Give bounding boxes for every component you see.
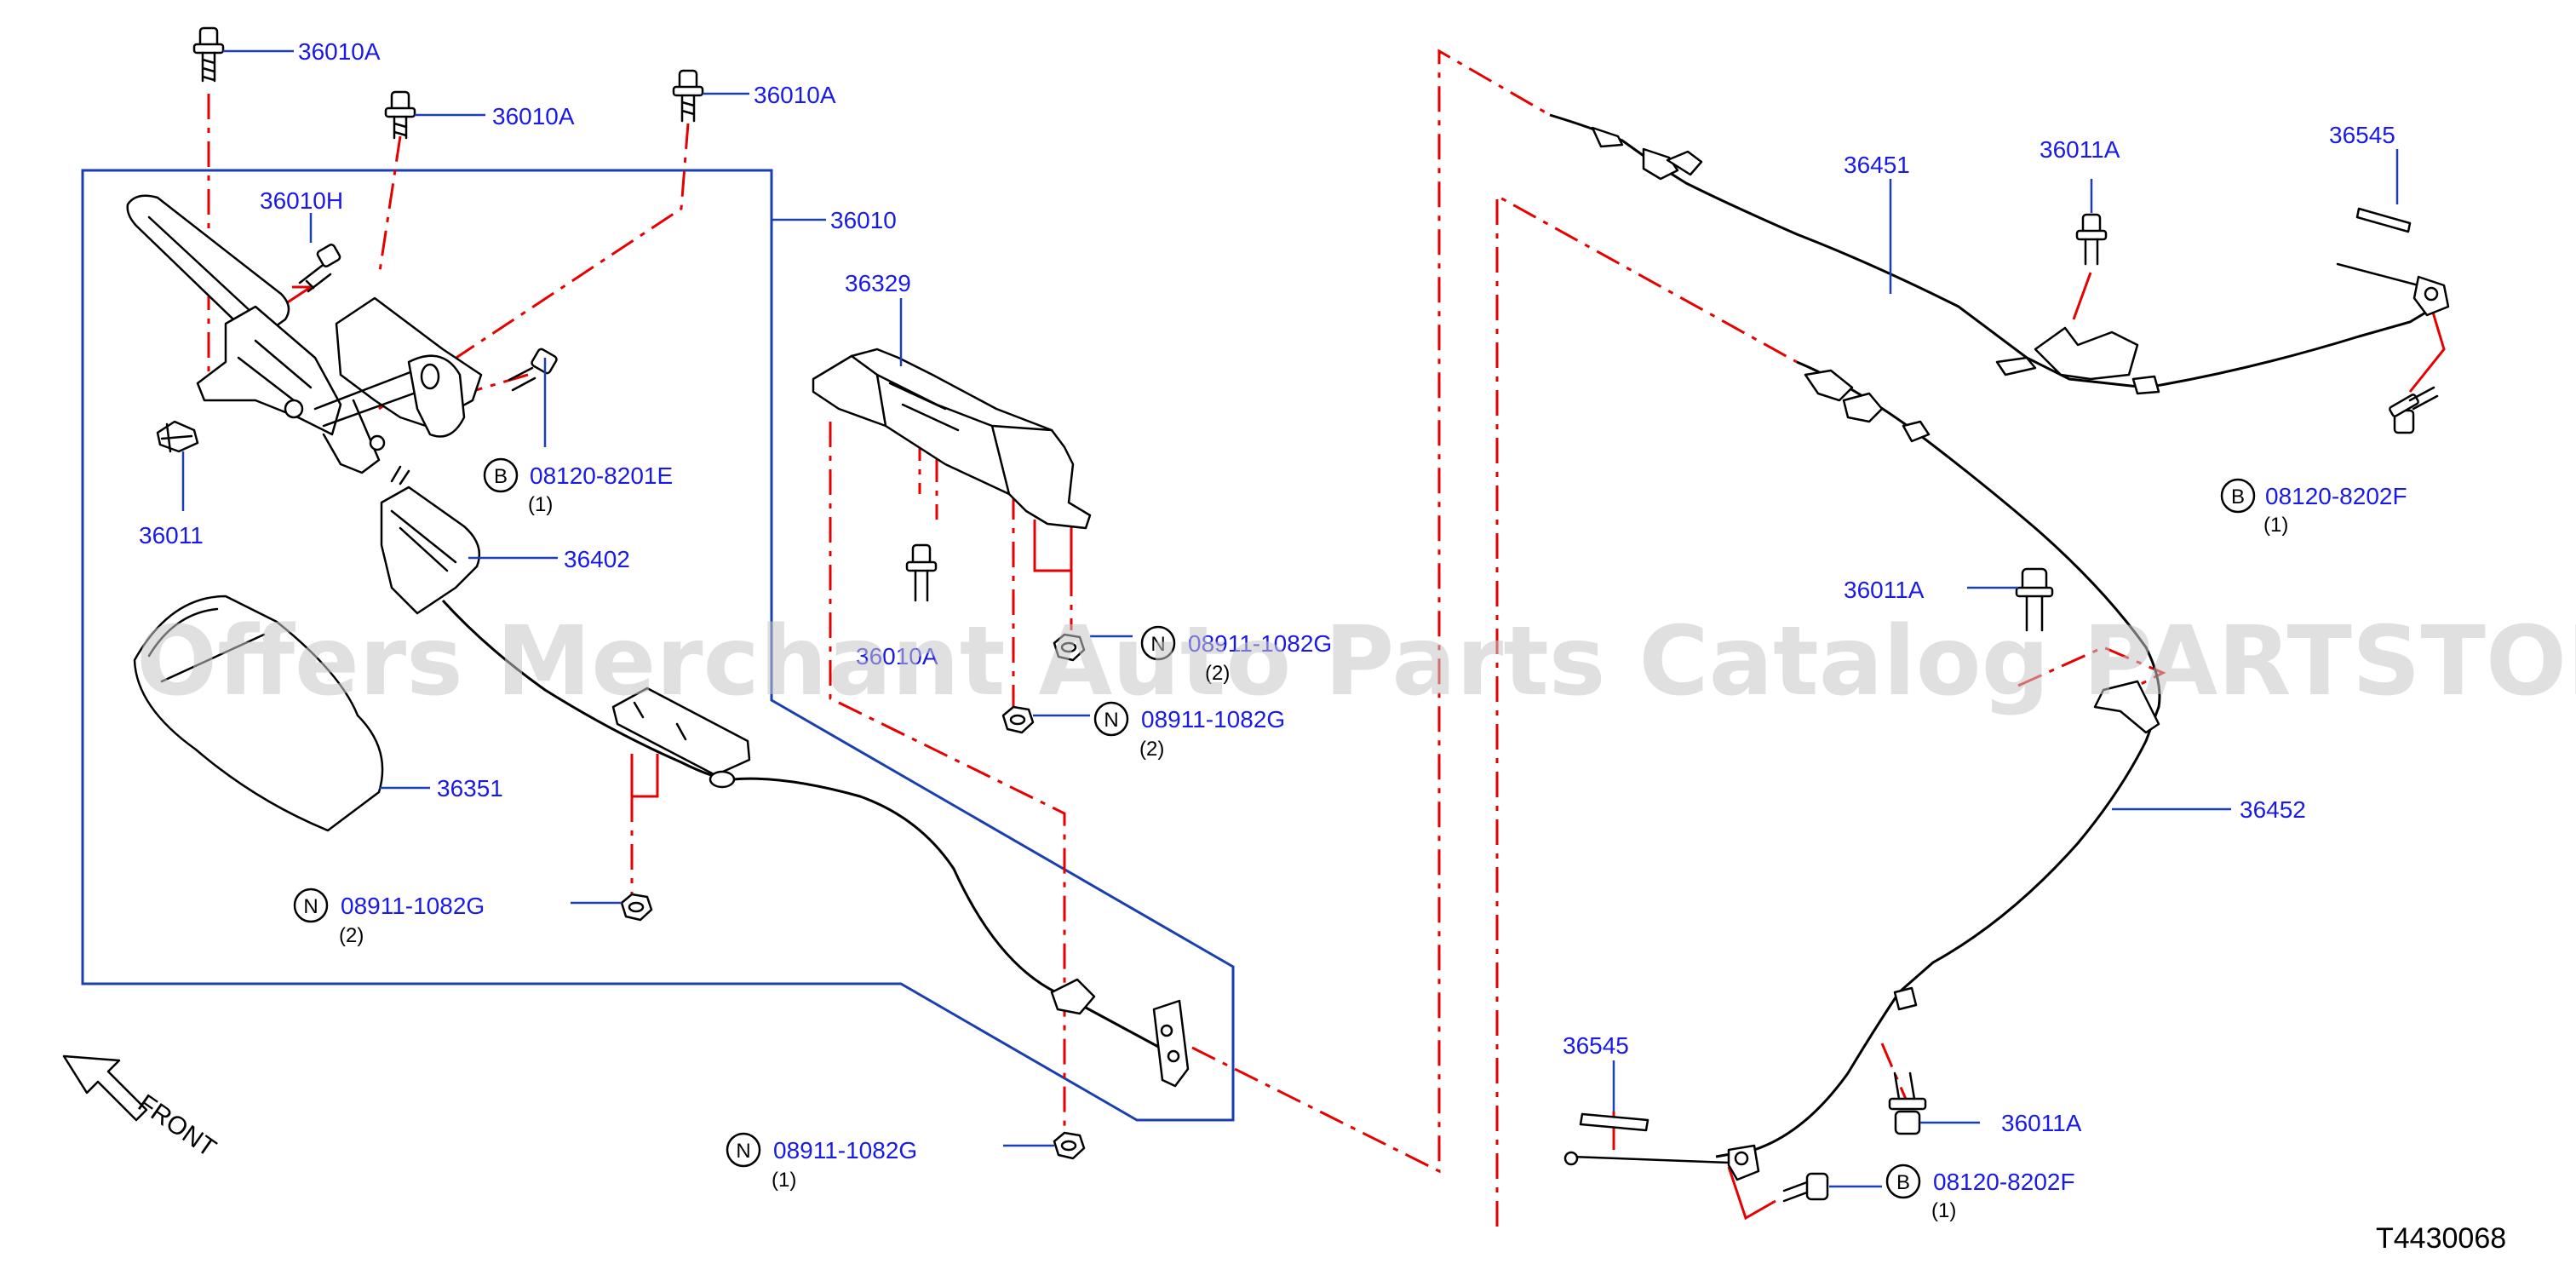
bolt-36010A-center bbox=[905, 543, 938, 602]
nut-08911-1082G-d bbox=[1053, 1131, 1086, 1160]
label-36545-1: 36545 bbox=[2329, 122, 2395, 148]
svg-text:(1): (1) bbox=[1931, 1199, 1956, 1222]
clip-36011 bbox=[156, 420, 199, 453]
cable-36452 bbox=[1715, 360, 2161, 1181]
assembly-outline-36010 bbox=[81, 169, 1235, 1122]
bolt-36010H bbox=[298, 244, 341, 293]
nut-08911-1082G-b bbox=[1001, 705, 1035, 734]
bolt-08120-8202F-lower bbox=[1782, 1172, 1829, 1203]
bolt-36010A-top-right bbox=[672, 69, 704, 123]
callout-n-08911-1082G-mid: N 08911-1082G (2) bbox=[1093, 701, 1285, 761]
cable-bracket-mid bbox=[611, 687, 751, 789]
svg-text:(1): (1) bbox=[528, 493, 553, 516]
label-36010A-2: 36010A bbox=[492, 103, 575, 129]
svg-text:B: B bbox=[2231, 485, 2245, 508]
svg-text:08911-1082G: 08911-1082G bbox=[341, 893, 485, 919]
svg-text:08911-1082G: 08911-1082G bbox=[773, 1137, 917, 1163]
label-36402: 36402 bbox=[564, 546, 630, 572]
svg-text:08911-1082G: 08911-1082G bbox=[1188, 630, 1332, 657]
bolt-36011A-lower bbox=[1888, 1072, 1927, 1135]
svg-text:N: N bbox=[303, 895, 318, 918]
label-36011A-1: 36011A bbox=[2040, 136, 2120, 163]
label-36545-2: 36545 bbox=[1563, 1032, 1629, 1059]
nut-08911-1082G-c bbox=[1053, 633, 1086, 662]
bolt-36011A-upper bbox=[2075, 213, 2108, 266]
svg-text:(1): (1) bbox=[772, 1169, 796, 1192]
leader-lines bbox=[181, 49, 2399, 1188]
label-36452: 36452 bbox=[2240, 796, 2306, 823]
svg-text:08120-8202F: 08120-8202F bbox=[2265, 483, 2407, 509]
front-label: FRONT bbox=[133, 1089, 221, 1163]
pin-36545-lower bbox=[1579, 1112, 1649, 1132]
nut-08911-1082G-a bbox=[620, 893, 653, 922]
console-cover-36351 bbox=[133, 595, 384, 832]
svg-text:(2): (2) bbox=[339, 924, 364, 947]
label-36010A-1: 36010A bbox=[298, 38, 381, 65]
bolt-36010A-top-left bbox=[192, 26, 225, 83]
bolt-08120-8201E bbox=[508, 348, 558, 392]
svg-text:(2): (2) bbox=[1139, 738, 1164, 761]
callout-n-08911-1082G-bottom: N 08911-1082G (1) bbox=[726, 1132, 917, 1192]
callout-n-08911-1082G-top: N 08911-1082G (2) bbox=[1140, 625, 1332, 685]
label-36351: 36351 bbox=[437, 775, 503, 801]
label-36451: 36451 bbox=[1844, 152, 1910, 178]
cable-36451 bbox=[1549, 113, 2436, 395]
equalizer-bracket bbox=[1050, 978, 1190, 1088]
callout-b-08120-8202F-lower: B 08120-8202F (1) bbox=[1885, 1163, 2075, 1222]
cable-end-36451 bbox=[2336, 262, 2450, 317]
svg-text:B: B bbox=[494, 465, 508, 488]
svg-text:N: N bbox=[1150, 633, 1165, 656]
svg-text:(1): (1) bbox=[2263, 514, 2288, 537]
label-36010A-4: 36010A bbox=[856, 643, 938, 669]
svg-text:N: N bbox=[1104, 709, 1118, 732]
svg-text:(2): (2) bbox=[1205, 662, 1230, 685]
watermark-text: Offers Merchant Auto Parts Catalog PARTS… bbox=[136, 606, 2576, 717]
cable-end-36452 bbox=[1563, 1151, 1730, 1166]
label-36011: 36011 bbox=[139, 522, 204, 549]
pin-36545-upper bbox=[2355, 207, 2412, 233]
bolt-36011A-mid bbox=[2015, 567, 2054, 632]
label-36010: 36010 bbox=[830, 207, 897, 233]
callout-b-08120-8201E: B 08120-8201E (1) bbox=[483, 457, 673, 516]
svg-text:08120-8202F: 08120-8202F bbox=[1933, 1169, 2075, 1195]
callout-b-08120-8202F-upper: B 08120-8202F (1) bbox=[2220, 478, 2407, 537]
svg-text:B: B bbox=[1896, 1171, 1910, 1194]
label-36011A-3: 36011A bbox=[2001, 1110, 2082, 1136]
callout-n-08911-1082G-left: N 08911-1082G (2) bbox=[293, 888, 485, 947]
lever-boot-36402 bbox=[380, 465, 481, 615]
svg-text:N: N bbox=[736, 1140, 750, 1163]
label-36011A-2: 36011A bbox=[1844, 577, 1925, 603]
front-direction-arrow: FRONT bbox=[62, 1054, 221, 1163]
label-36010A-3: 36010A bbox=[754, 82, 836, 108]
diagram-code: T4430068 bbox=[2376, 1222, 2506, 1255]
parking-brake-lever-36010 bbox=[126, 194, 483, 474]
bolt-08120-8202F-upper bbox=[2389, 386, 2439, 434]
bracket-36329 bbox=[812, 348, 1092, 530]
svg-text:08911-1082G: 08911-1082G bbox=[1141, 706, 1285, 733]
bolt-36010A-top-mid bbox=[384, 90, 416, 140]
label-36329: 36329 bbox=[845, 270, 911, 296]
label-36010H: 36010H bbox=[260, 187, 343, 214]
svg-text:08120-8201E: 08120-8201E bbox=[530, 463, 673, 489]
